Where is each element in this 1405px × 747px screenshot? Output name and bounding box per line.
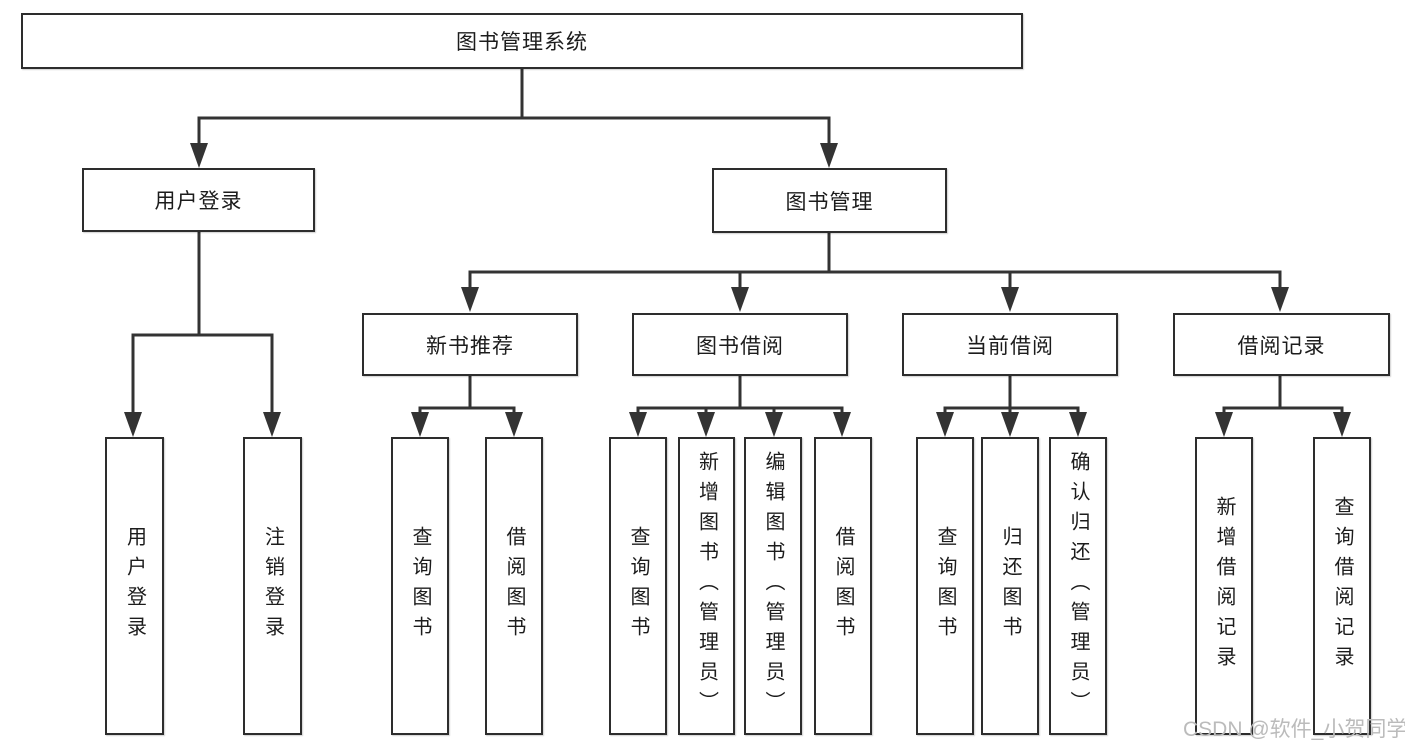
node-current-borrowing: 当前借阅 (902, 313, 1118, 376)
arrowhead (936, 412, 954, 437)
arrowhead (505, 412, 523, 437)
node-label: 新书推荐 (426, 334, 514, 358)
node-book-management: 图书管理 (712, 168, 947, 233)
arrowhead (1001, 287, 1019, 312)
node-label: 新增图书（管理员） (695, 451, 718, 721)
node-label: 借阅图书 (503, 526, 525, 646)
leaf-return-books: 归还图书 (981, 437, 1039, 735)
node-label: 编辑图书（管理员） (762, 451, 784, 721)
leaf-borrow-books-recommend: 借阅图书 (485, 437, 543, 735)
leaf-borrow-books: 借阅图书 (814, 437, 872, 735)
node-label: 用户登录 (123, 526, 146, 646)
leaf-user-login: 用户登录 (105, 437, 164, 735)
node-label: 查询借阅记录 (1331, 496, 1353, 676)
arrowhead (461, 287, 479, 312)
leaf-add-books-admin: 新增图书（管理员） (678, 437, 735, 735)
arrowhead (1069, 412, 1087, 437)
node-label: 当前借阅 (966, 334, 1054, 358)
arrowhead (833, 412, 851, 437)
csdn-watermark: CSDN @软件_小贺同学 (1183, 718, 1405, 741)
leaf-query-books-borrow: 查询图书 (609, 437, 667, 735)
node-label: 借阅图书 (832, 526, 854, 646)
node-book-borrowing: 图书借阅 (632, 313, 848, 376)
arrowhead (731, 287, 749, 312)
node-label: 图书管理 (785, 190, 874, 214)
node-user-login: 用户登录 (82, 168, 315, 232)
node-new-book-recommendation: 新书推荐 (362, 313, 578, 376)
arrowhead (263, 412, 281, 437)
arrowhead (1271, 287, 1289, 312)
arrowhead (765, 412, 783, 437)
node-label: 确认归还（管理员） (1067, 451, 1089, 721)
leaf-logout: 注销登录 (243, 437, 302, 735)
arrowhead (124, 412, 142, 437)
leaf-query-books-current: 查询图书 (916, 437, 974, 735)
leaf-add-borrow-record: 新增借阅记录 (1195, 437, 1253, 735)
arrowhead (1001, 412, 1019, 437)
node-label: 注销登录 (261, 526, 284, 646)
node-label: 用户登录 (154, 190, 243, 213)
arrowhead (820, 143, 838, 168)
arrowhead (697, 412, 715, 437)
arrowhead (190, 143, 208, 168)
node-label: 图书借阅 (696, 334, 784, 358)
arrowhead (1215, 412, 1233, 437)
arrowhead (629, 412, 647, 437)
node-root-system: 图书管理系统 (21, 13, 1023, 69)
node-label: 借阅记录 (1237, 334, 1326, 358)
arrowhead (411, 412, 429, 437)
leaf-query-books-recommend: 查询图书 (391, 437, 449, 735)
node-label: 新增借阅记录 (1213, 496, 1235, 676)
node-label: 查询图书 (934, 526, 956, 646)
node-label: 图书管理系统 (456, 31, 588, 54)
node-borrowing-records: 借阅记录 (1173, 313, 1390, 376)
leaf-query-borrow-record: 查询借阅记录 (1313, 437, 1371, 735)
node-label: 查询图书 (409, 526, 431, 646)
arrowhead (1333, 412, 1351, 437)
node-label: 查询图书 (627, 526, 649, 646)
leaf-edit-books-admin: 编辑图书（管理员） (744, 437, 802, 735)
node-label: 归还图书 (999, 526, 1021, 646)
leaf-confirm-return-admin: 确认归还（管理员） (1049, 437, 1107, 735)
